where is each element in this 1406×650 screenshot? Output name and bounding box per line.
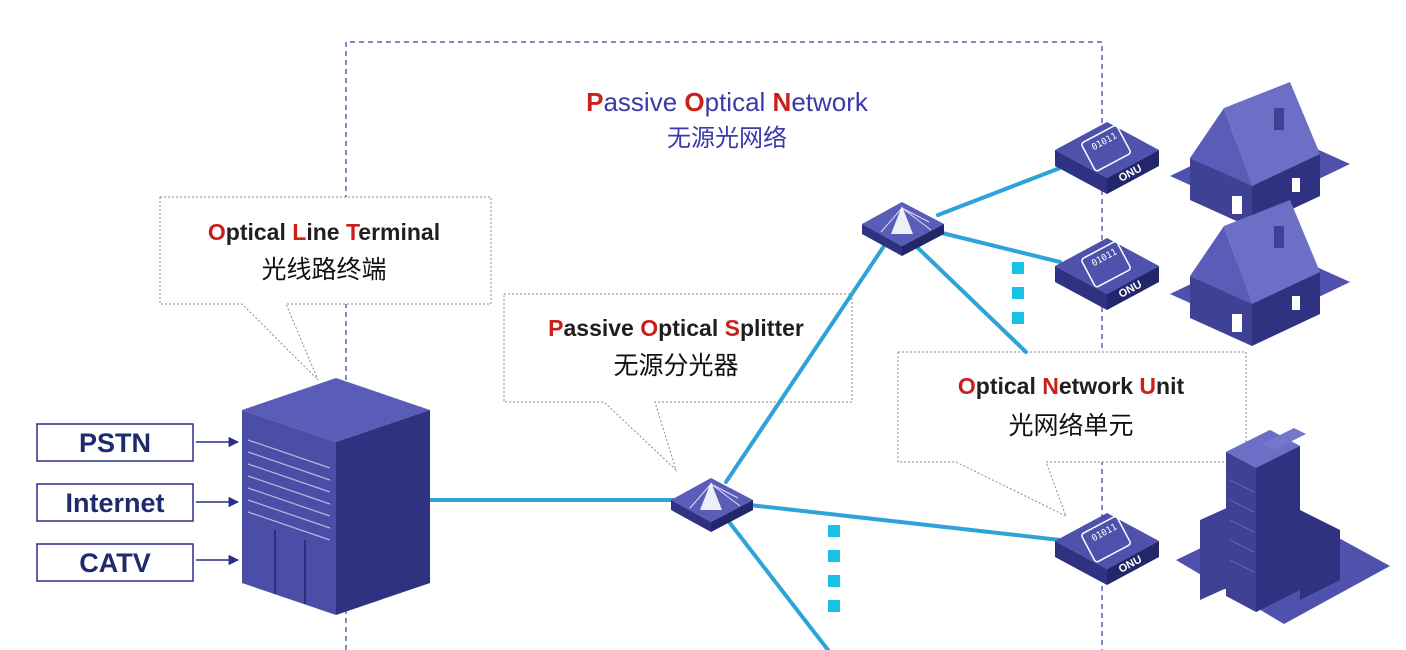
onu-device-3: 01011 ONU [1055,513,1159,585]
splitter-label-en: Passive Optical Splitter [548,315,804,341]
splitter-upper [862,202,944,256]
fiber-upper-onu2 [936,230,1062,264]
fiber-links [428,166,1062,650]
fiber-upper-onu1 [936,166,1062,217]
olt-label-zh: 光线路终端 [261,255,386,284]
olt-callout: Optical Line Terminal 光线路终端 [159,196,492,381]
service-catv: CATV [36,543,240,582]
olt-cabinet [242,378,430,615]
fiber-splitter-down [724,516,830,650]
onu-label-zh: 光网络单元 [1008,411,1133,440]
onu-device-1: 01011 ONU [1055,122,1159,194]
svg-text:Internet: Internet [65,488,164,518]
office-building-icon [1176,428,1390,624]
olt-label-en: Optical Line Terminal [208,219,440,245]
house-icon [1170,82,1350,228]
service-pstn: PSTN [36,423,240,462]
pon-title-zh: 无源光网络 [667,124,787,152]
house-icon [1170,200,1350,346]
fiber-upper-more [916,246,1028,354]
svg-text:CATV: CATV [79,548,151,578]
onu-device-2: 01011 ONU [1055,238,1159,310]
pon-title-en: Passive Optical Network [586,87,869,117]
pon-boundary [345,41,1103,650]
splitter-callout: Passive Optical Splitter 无源分光器 [503,293,853,472]
splitter-main [671,478,753,532]
fiber-splitter-upper [724,244,886,484]
splitter-label-zh: 无源分光器 [613,351,738,380]
onu-callout: Optical Network Unit 光网络单元 [897,351,1247,518]
svg-text:PSTN: PSTN [79,428,151,458]
more-onus-dots-upper [1012,262,1024,324]
fiber-splitter-onu3 [748,503,1062,542]
more-onus-dots-lower [828,525,840,612]
onu-label-en: Optical Network Unit [958,373,1185,399]
service-internet: Internet [36,483,240,522]
